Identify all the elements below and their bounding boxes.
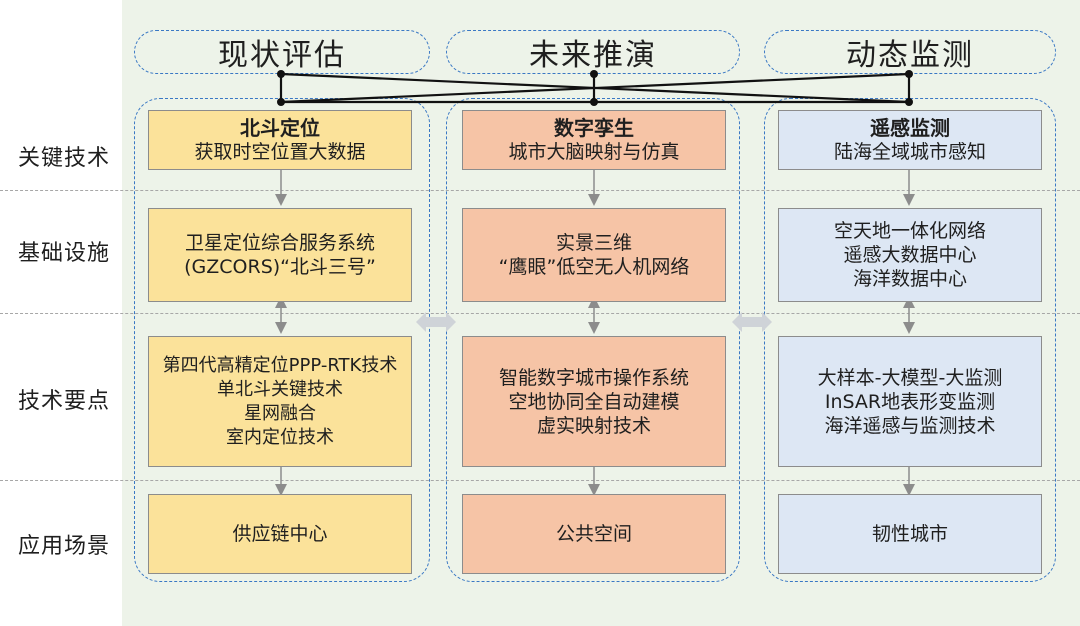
row-label-scenario: 应用场景 [17, 534, 110, 559]
row-separator [0, 190, 1080, 191]
infrastructure-box-beidou: 卫星定位综合服务系统 (GZCORS)“北斗三号” [148, 208, 412, 302]
scenario-label: 公共空间 [555, 523, 632, 545]
tech-points-box-digital-twin: 智能数字城市操作系统 空地协同全自动建模 虚实映射技术 [462, 336, 726, 467]
row-separator [0, 480, 1080, 481]
tech-point-line: InSAR地表形变监测 [824, 390, 996, 413]
infrastructure-line: 海洋数据中心 [852, 268, 967, 290]
row-separator [0, 313, 1080, 314]
key-tech-box-digital-twin: 数字孪生 城市大脑映射与仿真 [462, 110, 726, 170]
tech-point-line: 智能数字城市操作系统 [498, 366, 689, 389]
key-tech-subtitle: 获取时空位置大数据 [194, 141, 366, 163]
infrastructure-line: “鹰眼”低空无人机网络 [498, 256, 690, 278]
tech-point-line: 虚实映射技术 [536, 414, 651, 437]
header-future-simulation: 未来推演 [446, 30, 740, 74]
tech-points-box-remote-sensing: 大样本-大模型-大监测 InSAR地表形变监测 海洋遥感与监测技术 [778, 336, 1042, 467]
tech-point-line: 单北斗关键技术 [217, 378, 343, 400]
scenario-box-digital-twin: 公共空间 [462, 494, 726, 574]
infrastructure-box-remote-sensing: 空天地一体化网络 遥感大数据中心 海洋数据中心 [778, 208, 1042, 302]
tech-point-line: 第四代高精定位PPP-RTK技术 [162, 354, 398, 376]
tech-point-line: 大样本-大模型-大监测 [817, 366, 1003, 389]
tech-point-line: 室内定位技术 [226, 426, 334, 448]
tech-point-line: 星网融合 [244, 402, 316, 424]
infrastructure-line: 遥感大数据中心 [843, 244, 977, 266]
key-tech-title: 数字孪生 [554, 116, 634, 140]
tech-points-box-beidou: 第四代高精定位PPP-RTK技术 单北斗关键技术 星网融合 室内定位技术 [148, 336, 412, 467]
key-tech-subtitle: 城市大脑映射与仿真 [508, 141, 680, 163]
row-label-key-tech: 关键技术 [17, 146, 110, 171]
row-label-infrastructure: 基础设施 [17, 241, 110, 266]
tech-point-line: 海洋遥感与监测技术 [824, 414, 996, 437]
scenario-label: 韧性城市 [871, 523, 948, 545]
infrastructure-line: 空天地一体化网络 [833, 220, 986, 242]
key-tech-title: 遥感监测 [870, 116, 950, 140]
tech-point-line: 空地协同全自动建模 [508, 390, 680, 413]
key-tech-box-remote-sensing: 遥感监测 陆海全域城市感知 [778, 110, 1042, 170]
scenario-box-beidou: 供应链中心 [148, 494, 412, 574]
key-tech-subtitle: 陆海全域城市感知 [833, 141, 986, 163]
infrastructure-box-digital-twin: 实景三维 “鹰眼”低空无人机网络 [462, 208, 726, 302]
scenario-label: 供应链中心 [232, 523, 328, 545]
scenario-box-remote-sensing: 韧性城市 [778, 494, 1042, 574]
key-tech-title: 北斗定位 [240, 116, 320, 140]
infrastructure-line: (GZCORS)“北斗三号” [184, 256, 376, 278]
infrastructure-line: 实景三维 [555, 232, 632, 254]
infrastructure-line: 卫星定位综合服务系统 [184, 232, 375, 254]
row-label-tech-points: 技术要点 [17, 389, 110, 414]
key-tech-box-beidou: 北斗定位 获取时空位置大数据 [148, 110, 412, 170]
